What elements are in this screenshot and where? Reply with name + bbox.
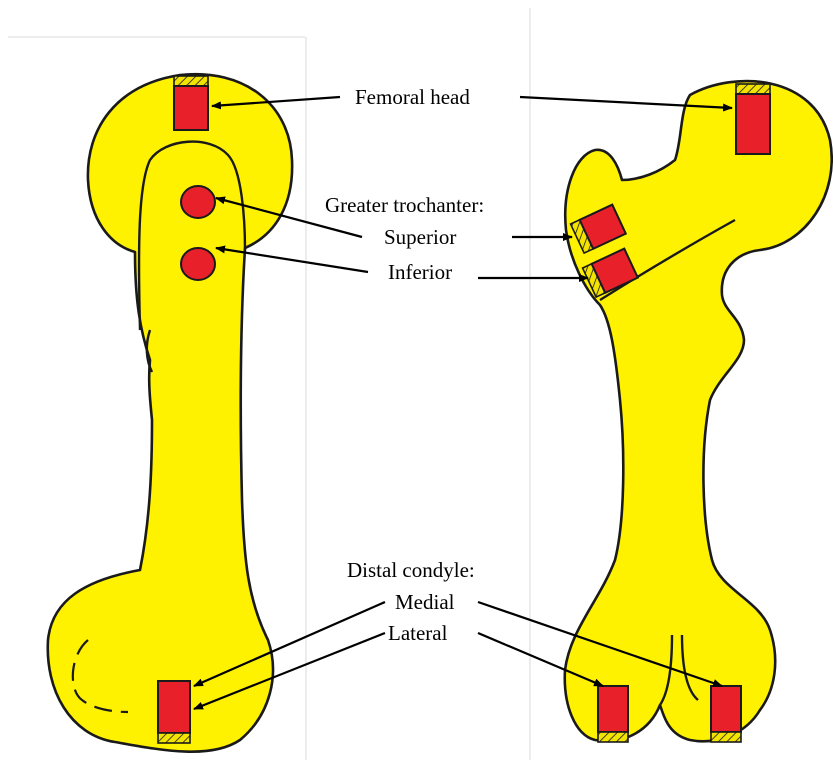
label-inferior: Inferior bbox=[388, 260, 452, 284]
right-femur-outline bbox=[565, 81, 832, 741]
label-lateral: Lateral bbox=[388, 621, 448, 645]
label-greater-trochanter: Greater trochanter: bbox=[325, 193, 484, 217]
right-medial-condyle-hatch bbox=[598, 732, 628, 742]
left-femoral-head-sample bbox=[174, 86, 208, 130]
label-femoral-head: Femoral head bbox=[355, 85, 470, 109]
left-femur-outline bbox=[48, 74, 292, 752]
right-head-hatch bbox=[736, 84, 770, 94]
right-lateral-condyle-sample bbox=[711, 686, 741, 732]
right-lateral-condyle-hatch bbox=[711, 732, 741, 742]
label-distal-condyle: Distal condyle: bbox=[347, 558, 475, 582]
right-medial-condyle-sample bbox=[598, 686, 628, 732]
left-trochanter-inferior-sample bbox=[181, 248, 215, 280]
left-femur bbox=[48, 74, 292, 752]
label-superior: Superior bbox=[384, 225, 456, 249]
left-head-hatch bbox=[174, 76, 208, 86]
left-distal-condyle-sample bbox=[158, 681, 190, 733]
right-femur bbox=[565, 81, 832, 742]
left-trochanter-superior-sample bbox=[181, 186, 215, 218]
right-femoral-head-sample bbox=[736, 94, 770, 154]
left-condyle-hatch bbox=[158, 733, 190, 743]
label-medial: Medial bbox=[395, 590, 455, 614]
